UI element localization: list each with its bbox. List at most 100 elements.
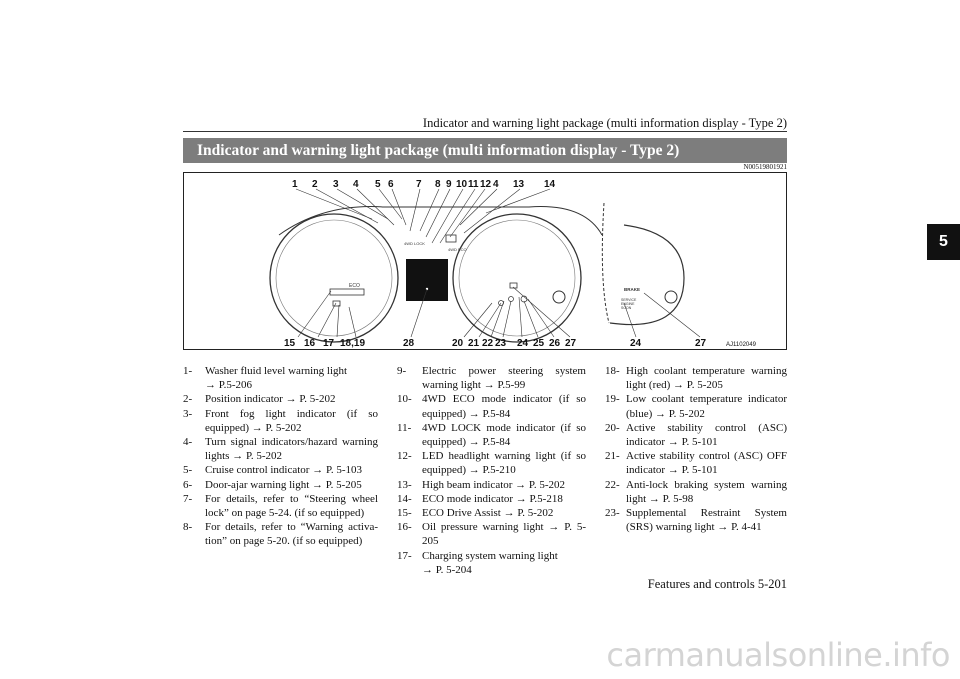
list-column-2: 9- Electric power steering system warning… xyxy=(397,364,586,577)
item-number: 13- xyxy=(397,478,412,491)
item-number: 7- xyxy=(183,492,193,505)
top-leader-lines xyxy=(295,188,551,244)
item-number: 1- xyxy=(183,365,193,377)
item-text: LED headlight warning light (if so equip… xyxy=(422,450,586,477)
item-number: 14- xyxy=(397,492,412,505)
list-item: 1- Washer fluid level warning light → P.5… xyxy=(183,364,378,392)
callout-16: 16 xyxy=(304,338,316,349)
callout-22: 22 xyxy=(482,338,494,349)
item-text: Low coolant temperature indicator (blue)… xyxy=(626,393,787,420)
item-number: 12- xyxy=(397,450,412,463)
item-number: 4- xyxy=(183,436,193,449)
fwd-eco-label: 4WD ECO xyxy=(448,247,467,252)
item-text: ECO Drive Assist → P. 5-202 xyxy=(422,507,554,520)
item-number: 10- xyxy=(397,393,412,406)
trip-knob xyxy=(552,290,566,304)
engine-label: ENGINE xyxy=(621,302,635,306)
section-code: N00519801921 xyxy=(743,163,787,171)
callout-4: 4 xyxy=(353,179,359,190)
list-item: 11-4WD LOCK mode indicator (if so equipp… xyxy=(397,421,586,449)
callout-13: 13 xyxy=(513,179,525,190)
list-item: 16-Oil pressure warning light → P. 5-205 xyxy=(397,520,586,548)
list-item: 14-ECO mode indicator → P.5-218 xyxy=(397,492,586,506)
item-text: Charging system warning light → P. 5-204 xyxy=(422,549,558,576)
third-dial xyxy=(609,224,685,326)
item-text: Door-ajar warning light → P. 5-205 xyxy=(205,478,362,491)
list-item: 20-Active stability control (ASC) indica… xyxy=(605,421,787,449)
list-item: 18-High coolant temperature warning ligh… xyxy=(605,364,787,392)
callout-18-19: 18,19 xyxy=(340,338,365,349)
callout-1: 1 xyxy=(292,179,298,190)
left-dial-inner xyxy=(275,219,393,337)
item-number: 8- xyxy=(183,521,193,534)
callout-14: 14 xyxy=(544,179,556,190)
item-number: 23- xyxy=(605,507,620,520)
cluster-illustration: ECO 4WD ECO 4WD LOCK BRAKE SERVICE ENGIN… xyxy=(269,179,757,349)
list-item: 21- Active stability control (ASC) OFF in… xyxy=(605,449,787,477)
item-number: 15- xyxy=(397,507,412,520)
list-item: 10-4WD ECO mode indicator (if so equippe… xyxy=(397,392,586,420)
chapter-tab[interactable]: 5 xyxy=(927,224,960,260)
callout-15: 15 xyxy=(284,338,296,349)
callout-4b: 4 xyxy=(493,179,499,190)
item-number: 19- xyxy=(605,393,620,406)
callout-2: 2 xyxy=(312,179,318,190)
right-dial-inner xyxy=(458,219,576,337)
list-item: 13-High beam indicator → P. 5-202 xyxy=(397,478,586,492)
item-text: Cruise control indicator → P. 5-103 xyxy=(205,464,363,477)
item-number: 16- xyxy=(397,521,412,534)
list-item: 2-Position indicator → P. 5-202 xyxy=(183,392,378,406)
callout-21: 21 xyxy=(468,338,480,349)
item-number: 3- xyxy=(183,407,193,420)
callout-11: 11 xyxy=(468,179,479,190)
figure-code: AJ1102049 xyxy=(726,342,757,348)
item-text: For details, refer to “Warning activa-ti… xyxy=(205,521,378,548)
list-column-3: 18-High coolant temperature warning ligh… xyxy=(605,364,787,534)
callout-23: 23 xyxy=(495,338,507,349)
item-number: 6- xyxy=(183,478,193,491)
watermark[interactable]: carmanualsonline.info xyxy=(606,636,950,674)
eco-drive-assist-icon xyxy=(329,288,365,296)
list-item: 12- LED headlight warning light (if so eq… xyxy=(397,449,586,477)
item-text: Turn signal indicators/hazard warning li… xyxy=(205,436,378,463)
list-item: 4- Turn signal indicators/hazard warning … xyxy=(183,435,378,463)
third-knob xyxy=(664,290,678,304)
item-text: Active stability control (ASC) OFF indic… xyxy=(626,450,787,477)
left-dial xyxy=(269,213,399,343)
list-item: 5- Cruise control indicator → P. 5-103 xyxy=(183,463,378,477)
item-number: 21- xyxy=(605,450,620,463)
list-item: 22- Anti-lock braking system warning ligh… xyxy=(605,478,787,506)
bottom-callouts: 15 16 17 18,19 28 20 21 22 23 24 25 26 2… xyxy=(284,338,707,349)
callout-12: 12 xyxy=(480,179,492,190)
top-callouts: 1 2 3 4 5 6 7 8 9 10 11 12 4 13 14 xyxy=(292,179,556,190)
list-item: 23-Supplemental Restraint System (SRS) w… xyxy=(605,506,787,534)
item-number: 5- xyxy=(183,464,193,477)
item-text: Front fog light indicator (if so equippe… xyxy=(205,407,378,434)
callout-26: 26 xyxy=(549,338,561,349)
callout-27b: 27 xyxy=(695,338,707,349)
list-item: 6- Door-ajar warning light → P. 5-205 xyxy=(183,478,378,492)
item-text: Anti-lock braking system warning light →… xyxy=(626,478,787,505)
item-number: 18- xyxy=(605,365,620,377)
callout-20: 20 xyxy=(452,338,464,349)
callout-7: 7 xyxy=(416,179,422,190)
item-number: 9- xyxy=(397,365,407,377)
item-number: 17- xyxy=(397,549,412,562)
fwd-lock-label: 4WD LOCK xyxy=(404,241,425,246)
instrument-cluster-figure: ECO 4WD ECO 4WD LOCK BRAKE SERVICE ENGIN… xyxy=(183,172,787,350)
list-item: 3- Front fog light indicator (if so equip… xyxy=(183,407,378,435)
section-title: Indicator and warning light package (mul… xyxy=(183,138,787,163)
center-display xyxy=(406,259,448,301)
list-column-1: 1- Washer fluid level warning light → P.5… xyxy=(183,364,378,549)
callout-24: 24 xyxy=(517,338,529,349)
cluster-housing xyxy=(278,206,603,236)
item-number: 22- xyxy=(605,478,620,491)
oil-pressure-icon xyxy=(332,300,341,307)
item-text: Electric power steering system warning l… xyxy=(422,365,586,392)
item-text: Washer fluid level warning light → P.5-2… xyxy=(205,365,348,392)
item-text: Position indicator → P. 5-202 xyxy=(205,393,336,406)
item-number: 11- xyxy=(397,421,412,434)
item-number: 20- xyxy=(605,421,620,434)
eco-label: ECO xyxy=(349,283,360,289)
running-head: Indicator and warning light package (mul… xyxy=(422,116,787,130)
